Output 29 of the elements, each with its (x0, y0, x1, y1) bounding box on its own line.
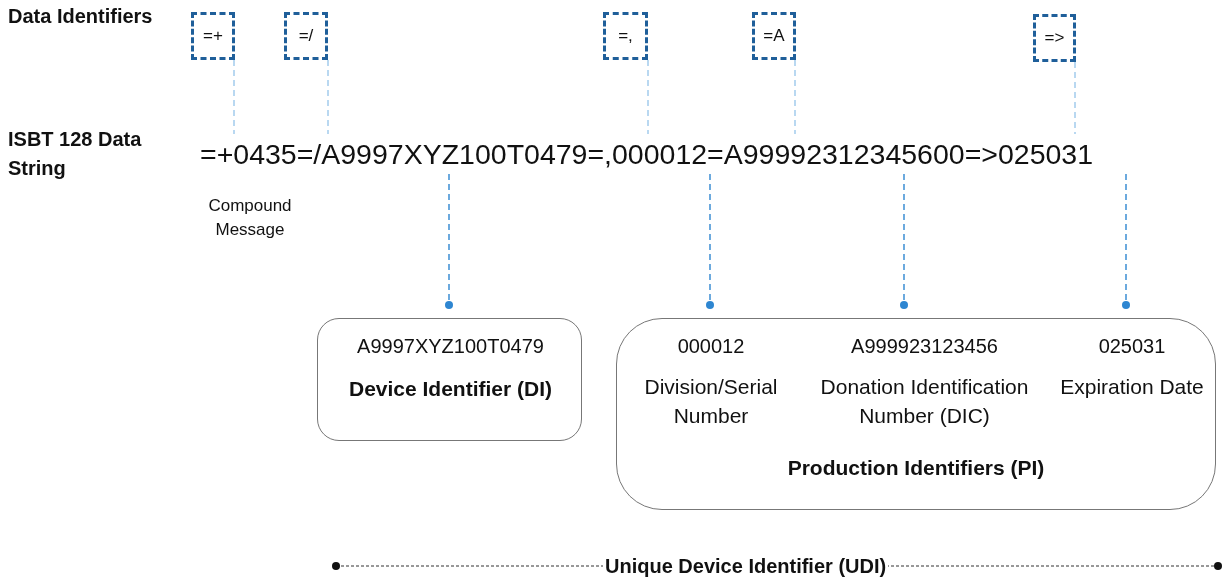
dashed-connector (327, 59, 329, 135)
note-label: Compound Message (207, 195, 293, 241)
identifier-value: A999923123456 (851, 335, 998, 358)
field-description: Donation Identification Number (DIC) (819, 374, 1030, 429)
identifier-box: =+ (191, 12, 235, 60)
identifier-title: Device Identifier (DI) (348, 376, 553, 402)
identifier-value: 025031 (1098, 335, 1166, 358)
dashed-connector (233, 59, 235, 135)
dashed-connector (794, 59, 796, 135)
identifier-panel (317, 318, 582, 441)
identifier-title: Production Identifiers (PI) (786, 455, 1046, 481)
dashed-connector (706, 173, 714, 309)
data-string: =+0435=/A9997XYZ100T0479=,000012=A99992312345600=>025031 (200, 134, 1094, 174)
dashed-connector (647, 59, 649, 135)
field-description: Division/Serial Number (643, 374, 779, 429)
row-label: ISBT 128 Data String (8, 127, 143, 181)
identifier-box: => (1033, 14, 1076, 62)
dashed-connector (445, 173, 453, 309)
dashed-connector (1074, 61, 1076, 135)
identifier-value: 000012 (677, 335, 745, 358)
identifier-box: =, (603, 12, 648, 60)
dashed-connector (1122, 173, 1130, 309)
identifier-box: =/ (284, 12, 328, 60)
field-description: Expiration Date (1060, 374, 1204, 400)
identifier-panel (616, 318, 1216, 510)
row-label: Data Identifiers (8, 4, 154, 29)
identifier-box: =A (752, 12, 796, 60)
identifier-value: A9997XYZ100T0479 (357, 335, 544, 358)
dashed-connector (900, 173, 908, 309)
